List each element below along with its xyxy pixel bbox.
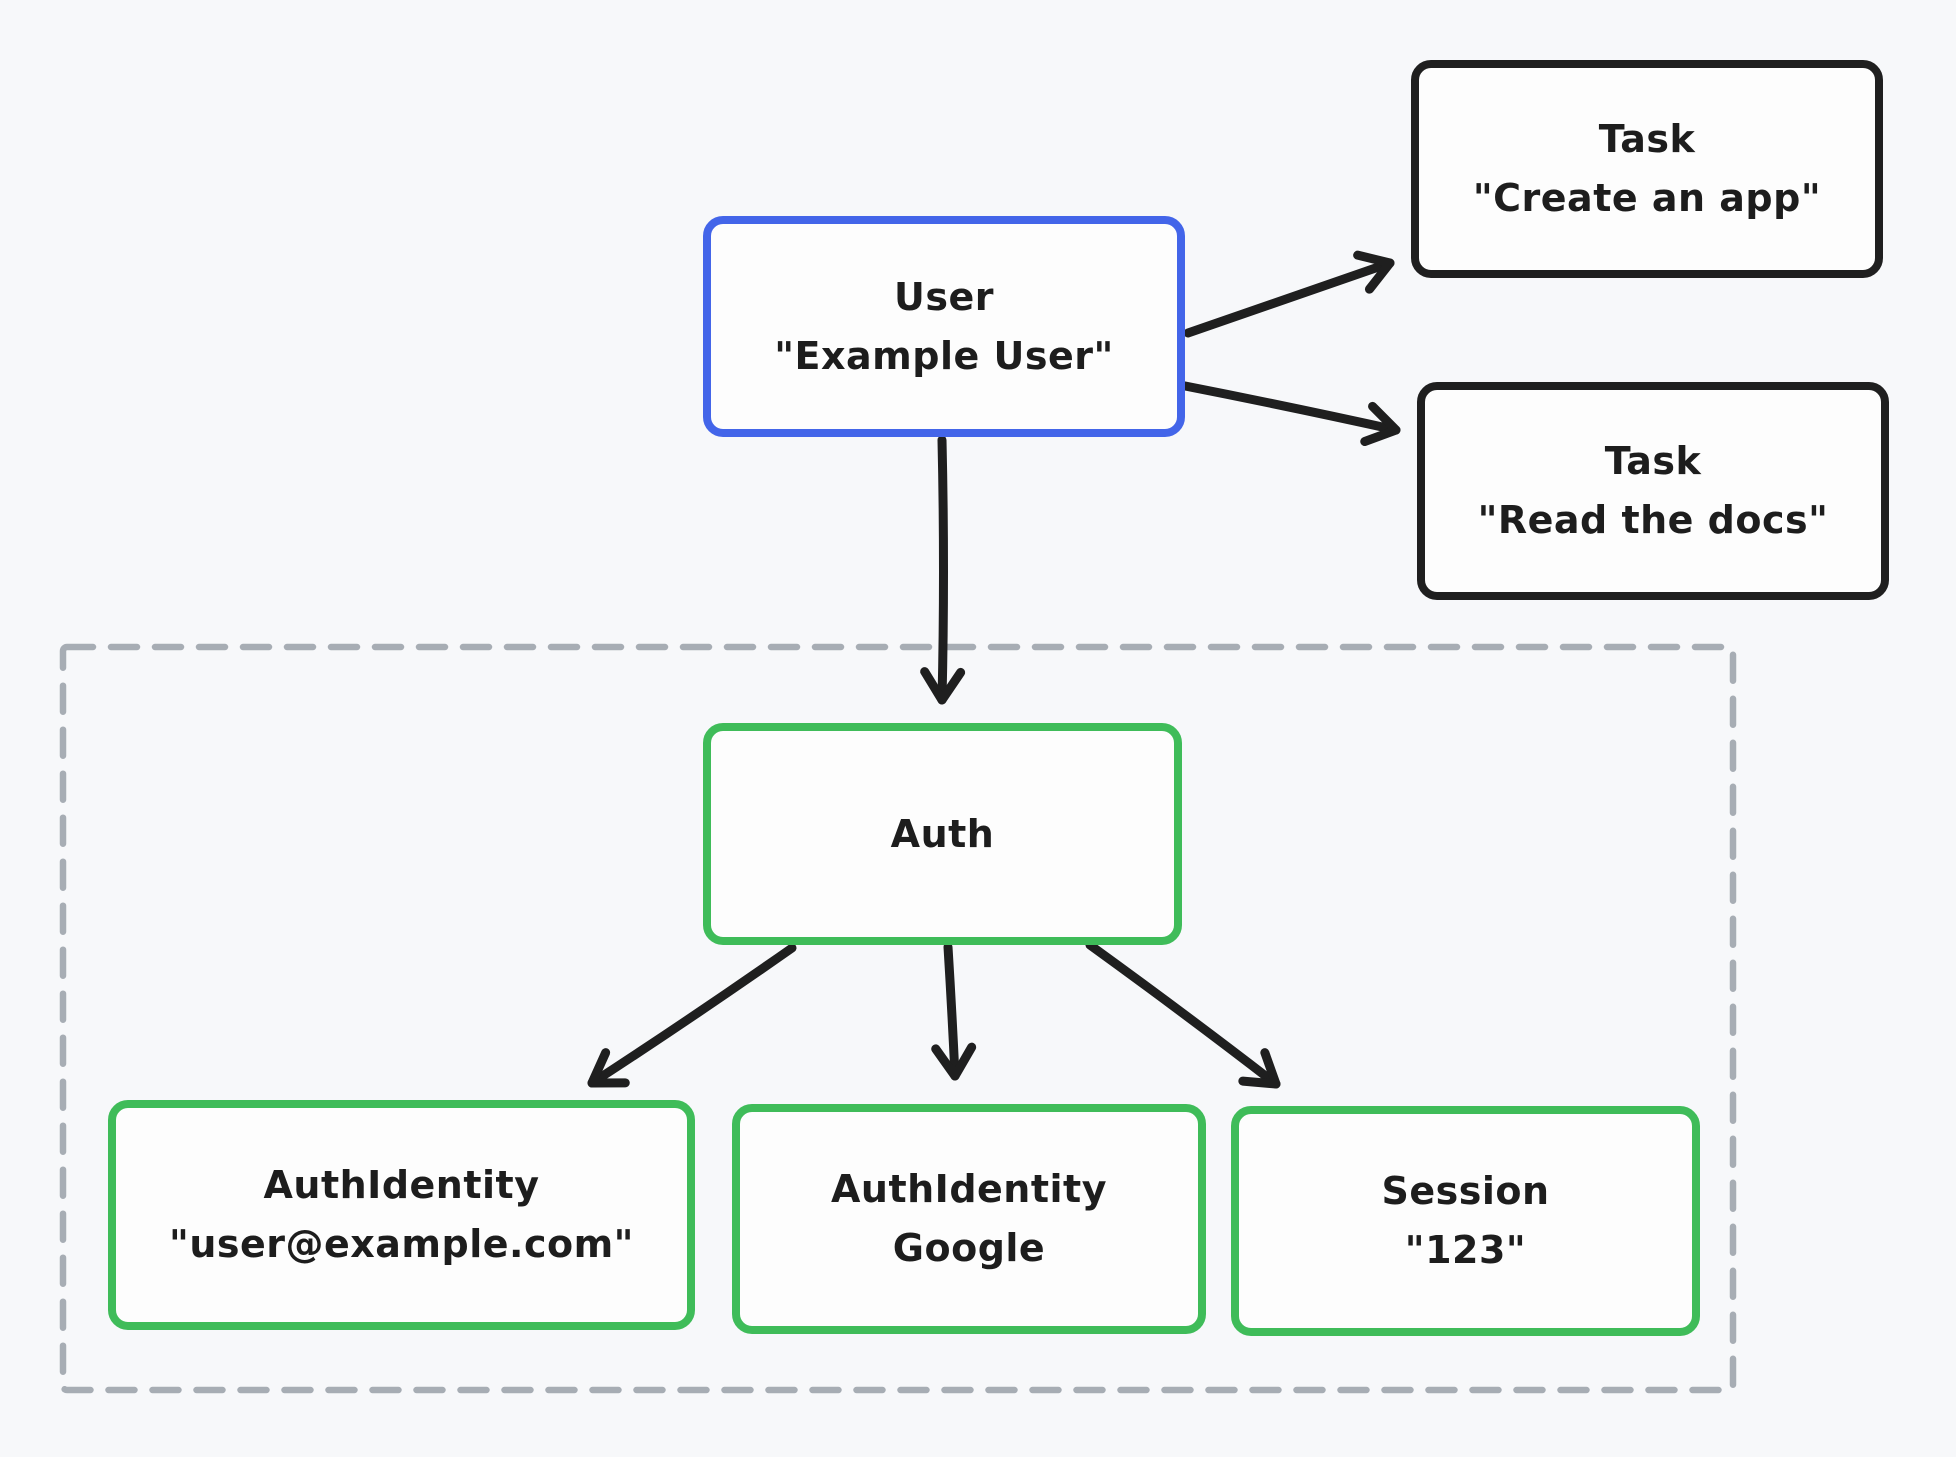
node-session-title: Session bbox=[1381, 1169, 1550, 1214]
node-task-read-subtitle: "Read the docs" bbox=[1477, 498, 1829, 542]
edge-user-to-task-read bbox=[1175, 380, 1401, 447]
node-session-subtitle: "123" bbox=[1404, 1228, 1527, 1272]
node-auth-identity-email-title: AuthIdentity bbox=[263, 1163, 540, 1208]
node-auth-identity-google: AuthIdentity Google bbox=[732, 1104, 1206, 1334]
node-auth-identity-email-subtitle: "user@example.com" bbox=[169, 1222, 634, 1266]
node-task-read-the-docs: Task "Read the docs" bbox=[1417, 382, 1889, 600]
node-auth-identity-google-title: AuthIdentity bbox=[831, 1167, 1107, 1212]
node-task-create-title: Task bbox=[1598, 117, 1696, 162]
node-session: Session "123" bbox=[1231, 1106, 1700, 1336]
auth-group-dashed-container bbox=[59, 643, 1737, 1394]
node-auth-identity-email: AuthIdentity "user@example.com" bbox=[108, 1100, 695, 1330]
node-task-create-subtitle: "Create an app" bbox=[1472, 176, 1822, 220]
edge-auth-to-identity-email bbox=[587, 943, 797, 1088]
edge-user-to-auth bbox=[920, 435, 966, 705]
node-auth-identity-google-subtitle: Google bbox=[892, 1226, 1046, 1270]
edge-auth-to-identity-google bbox=[931, 942, 977, 1081]
node-user-title: User bbox=[894, 274, 994, 319]
edge-user-to-task-create bbox=[1183, 250, 1395, 338]
node-auth-title: Auth bbox=[890, 811, 995, 856]
node-task-read-title: Task bbox=[1604, 439, 1702, 484]
node-auth: Auth bbox=[703, 723, 1182, 945]
node-user: User "Example User" bbox=[703, 216, 1185, 437]
edge-auth-to-session bbox=[1085, 940, 1281, 1089]
node-task-create-an-app: Task "Create an app" bbox=[1411, 60, 1883, 278]
node-user-subtitle: "Example User" bbox=[774, 333, 1114, 378]
